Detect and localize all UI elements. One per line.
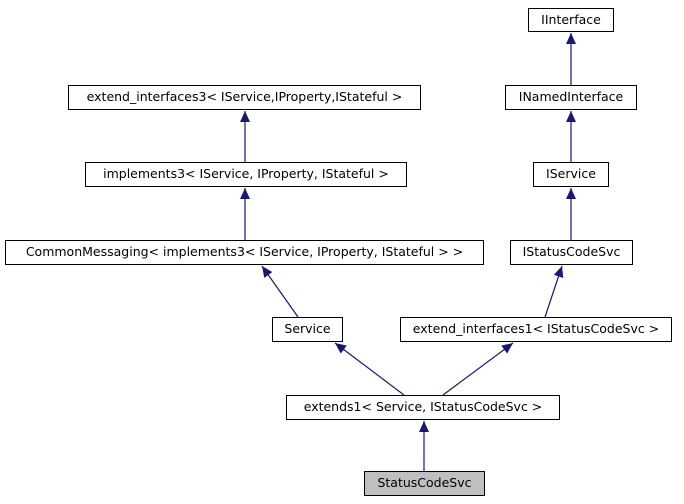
class-node-label: extends1< Service, IStatusCodeSvc > bbox=[303, 399, 543, 415]
class-node-iservice[interactable]: IService bbox=[533, 162, 609, 187]
class-node-label: CommonMessaging< implements3< IService, … bbox=[25, 244, 464, 260]
class-node-commonmessaging[interactable]: CommonMessaging< implements3< IService, … bbox=[5, 240, 484, 265]
class-node-extend-interfaces1[interactable]: extend_interfaces1< IStatusCodeSvc > bbox=[400, 317, 672, 342]
class-node-inamedinterface[interactable]: INamedInterface bbox=[505, 85, 637, 110]
class-node-iinterface[interactable]: IInterface bbox=[528, 8, 614, 32]
inheritance-edge-service-to-commonmessaging bbox=[261, 265, 299, 318]
class-node-statuscodesvc[interactable]: StatusCodeSvc bbox=[364, 471, 485, 496]
class-node-service[interactable]: Service bbox=[272, 317, 343, 342]
class-node-label: Service bbox=[284, 321, 331, 337]
class-node-extend-interfaces3[interactable]: extend_interfaces3< IService,IProperty,I… bbox=[68, 85, 421, 110]
class-node-istatuscodesvc[interactable]: IStatusCodeSvc bbox=[510, 240, 633, 265]
inheritance-edge-extends1-to-extend-interfaces1 bbox=[442, 342, 514, 396]
class-node-label: IStatusCodeSvc bbox=[522, 244, 621, 260]
class-node-label: INamedInterface bbox=[518, 89, 624, 105]
inheritance-edge-extend-interfaces1-to-istatuscodesvc bbox=[544, 265, 564, 318]
class-node-label: IService bbox=[546, 166, 596, 182]
class-node-label: IInterface bbox=[541, 11, 601, 27]
class-node-label: implements3< IService, IProperty, IState… bbox=[103, 166, 389, 182]
class-node-label: StatusCodeSvc bbox=[377, 475, 472, 491]
class-node-label: extend_interfaces3< IService,IProperty,I… bbox=[86, 89, 403, 105]
class-node-label: extend_interfaces1< IStatusCodeSvc > bbox=[412, 321, 660, 337]
class-node-extends1[interactable]: extends1< Service, IStatusCodeSvc > bbox=[286, 395, 560, 420]
inheritance-edge-extends1-to-service bbox=[334, 342, 405, 396]
class-node-implements3[interactable]: implements3< IService, IProperty, IState… bbox=[85, 162, 407, 187]
